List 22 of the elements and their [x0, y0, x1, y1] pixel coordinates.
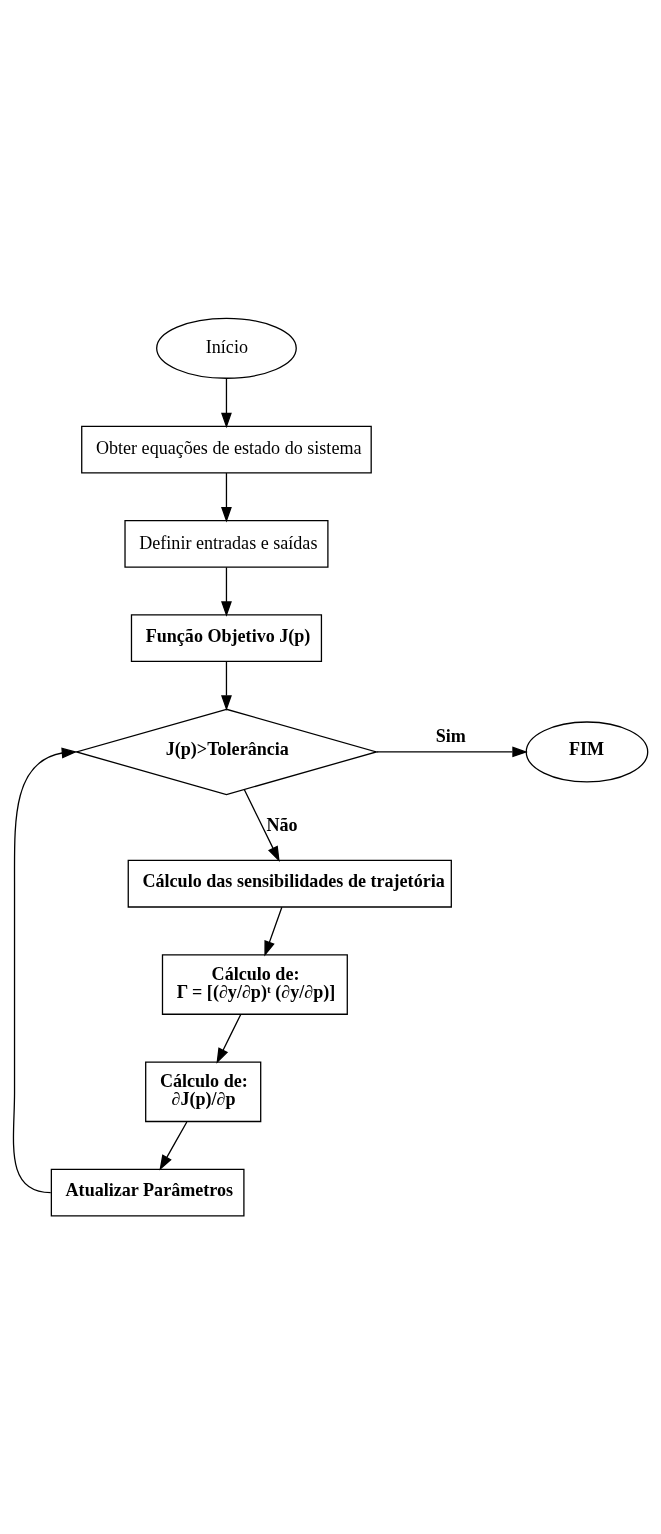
arrow: [12, 747, 78, 1194]
arrow: [376, 746, 528, 758]
node-box: Cálculo de: ∂J(p)/∂p: [145, 1061, 262, 1123]
node-ellipse: FIM: [525, 721, 649, 783]
node-box: Obter equações de estado do sistema: [81, 425, 372, 474]
node-box: Cálculo das sensibilidades de trajetória: [127, 859, 452, 908]
edge-label: Não: [266, 815, 298, 836]
edge-label: Sim: [435, 725, 466, 746]
node-box: Atualizar Parâmetros: [50, 1168, 245, 1217]
arrow: [221, 472, 232, 523]
node-diamond: J(p)>Tolerância: [74, 708, 379, 796]
arrow: [243, 788, 280, 862]
arrow: [216, 1013, 242, 1064]
node-ellipse: Início: [156, 317, 297, 379]
node-box: Cálculo de: Γ = [(∂y/∂p)ᵗ (∂y/∂p)]: [161, 954, 348, 1015]
arrow: [221, 566, 232, 617]
node-box: Definir entradas e saídas: [124, 519, 329, 568]
arrow: [159, 1121, 188, 1171]
node-box: Função Objetivo J(p): [130, 614, 323, 663]
arrow: [264, 906, 283, 957]
arrow: [221, 378, 232, 429]
arrow: [221, 661, 232, 711]
